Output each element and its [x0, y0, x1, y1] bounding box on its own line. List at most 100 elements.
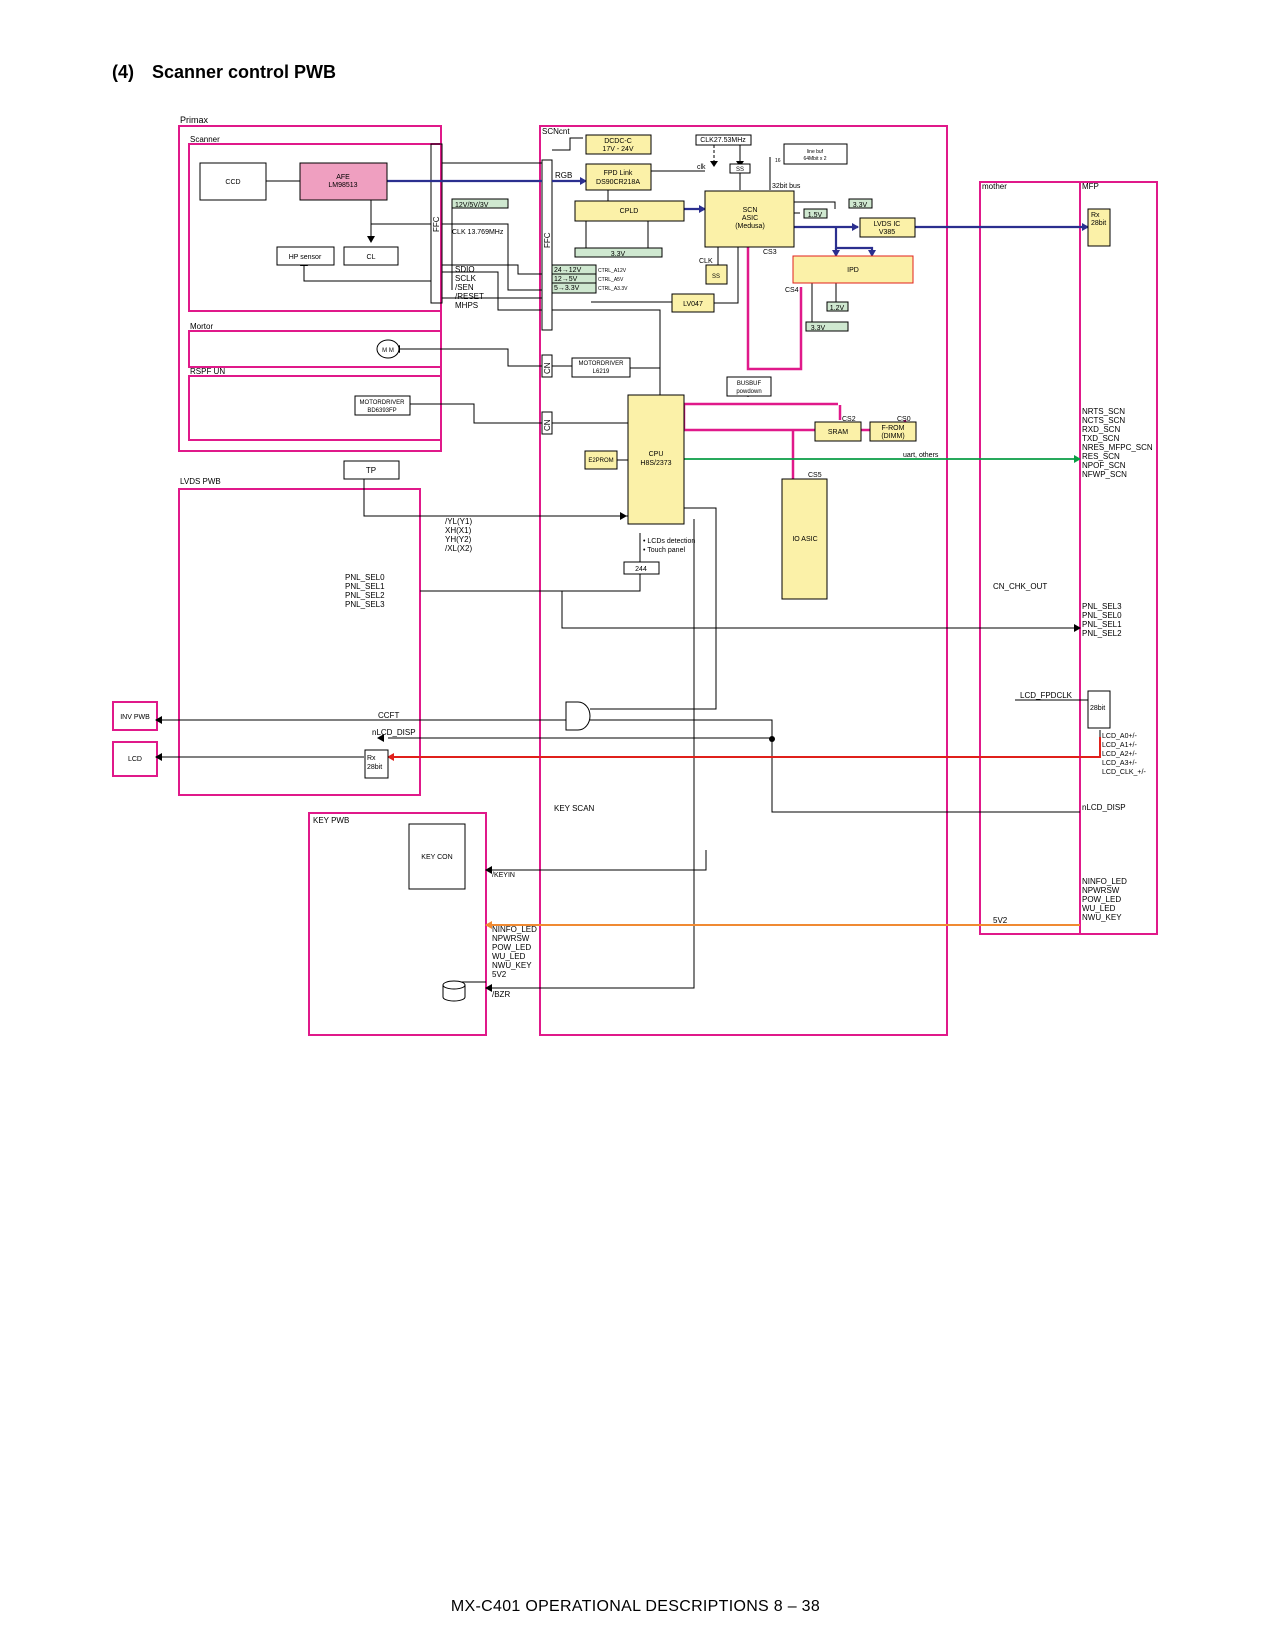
power-12-5-3-label: 12V/5V/3V: [455, 202, 489, 209]
key-sig-3: POW_LED: [492, 943, 531, 952]
cl-box: [343, 246, 399, 266]
v5v2-label: 5V2: [993, 916, 1008, 925]
lcd-detect-2: • Touch panel: [643, 547, 685, 554]
clk-ss-label: CLK: [699, 258, 713, 265]
lcd-data-2: LCD_A1+/-: [1102, 742, 1137, 749]
power-33-a: [848, 198, 873, 209]
rx-lvds-2: 28bit: [367, 764, 382, 771]
cs0-label: CS0: [897, 416, 911, 423]
lcd-detect-1: • LCDs detection: [643, 538, 695, 545]
cs2-label: CS2: [842, 416, 856, 423]
frame-label-primax: Primax: [180, 115, 209, 125]
sram-box: [814, 421, 862, 442]
section-number: (4): [112, 62, 134, 82]
conv-3: 5→3.3V: [554, 285, 580, 292]
clk-label: clk: [697, 164, 706, 171]
frame-label-mfp: MFP: [1082, 182, 1099, 191]
conv-1: 24→12V: [554, 267, 582, 274]
conv-box: [551, 264, 597, 294]
key-sig-4: WU_LED: [492, 952, 526, 961]
touch-sig-4: /XL(X2): [445, 544, 472, 553]
frame-label-lvds: LVDS PWB: [180, 477, 221, 486]
lcd-data-3: LCD_A2+/-: [1102, 751, 1137, 758]
pnl-right-4: PNL_SEL2: [1082, 629, 1122, 638]
power-33-cpld: [574, 247, 663, 258]
sram-label: SRAM: [828, 429, 848, 436]
b28bit-mfp-box: [1087, 690, 1111, 729]
busbuf-box: [726, 376, 772, 397]
tp-label: TP: [366, 466, 376, 475]
lcd-data-4: LCD_A3+/-: [1102, 760, 1137, 767]
pnl-right-3: PNL_SEL1: [1082, 620, 1122, 629]
section-title: Scanner control PWB: [152, 62, 337, 82]
power-33-cpld-label: 3.3V: [611, 251, 626, 258]
key-sig-r-1: NINFO_LED: [1082, 877, 1127, 886]
cpu-box: [627, 394, 685, 525]
lv047-box: [671, 293, 715, 313]
line-buf-1: line buf: [807, 149, 824, 155]
cn-label-1: CN: [543, 362, 552, 374]
lv047-label: LV047: [683, 301, 703, 308]
clk13-label: CLK 13.769MHz: [452, 229, 504, 236]
key-con-label: KEY CON: [421, 854, 452, 861]
power-15-label: 1.5V: [808, 212, 823, 219]
ffc-right-label: FFC: [543, 232, 552, 248]
e2prom-label: E2PROM: [588, 458, 613, 464]
afe-label-1: AFE: [336, 174, 350, 181]
line-buf-n: 16: [775, 158, 781, 164]
frame-label-key: KEY PWB: [313, 816, 349, 825]
frame-label-mortor: Mortor: [190, 322, 213, 331]
conv-2: 12→5V: [554, 276, 578, 283]
motordriver-bd-box: [354, 395, 411, 416]
touch-sig-3: YH(Y2): [445, 535, 472, 544]
buzzer-icon: [442, 985, 466, 1002]
touch-sig-2: XH(X1): [445, 526, 472, 535]
key-sig-r-5: NWU_KEY: [1082, 913, 1122, 922]
from-1: F-ROM: [882, 425, 905, 432]
rx-lvds-box: [364, 749, 389, 779]
cn-chk-out-label: CN_CHK_OUT: [993, 582, 1047, 591]
b244-box: [623, 561, 660, 575]
io-asic-label: IO ASIC: [792, 536, 817, 543]
fpd-link-2: DS90CR218A: [596, 179, 640, 186]
nlcd-disp-label: nLCD_DISP: [372, 728, 416, 737]
motordriver-bd-2: BD6393FP: [367, 408, 396, 414]
rx-mfp-2: 28bit: [1091, 220, 1106, 227]
bus32-label: 32bit bus: [772, 183, 801, 190]
pnl-right-2: PNL_SEL0: [1082, 611, 1122, 620]
key-sig-5: NWU_KEY: [492, 961, 532, 970]
frame-label-scanner: Scanner: [190, 135, 220, 144]
lcd-box: [112, 741, 158, 777]
cn-label-2: CN: [543, 419, 552, 431]
from-2: (DIMM): [881, 433, 904, 440]
b244-label: 244: [635, 566, 647, 573]
cpu-2: H8S/2373: [640, 460, 671, 467]
mm-label: M M: [382, 348, 394, 354]
afe-box: [299, 162, 388, 201]
pnl-left-2: PNL_SEL1: [345, 582, 385, 591]
lcd-fpdclk-label: LCD_FPDCLK: [1020, 691, 1073, 700]
hp-sensor-label: HP sensor: [289, 254, 322, 261]
bzr-label: /BZR: [492, 990, 510, 999]
power-33-b: [805, 321, 849, 332]
cl-label: CL: [367, 254, 376, 261]
cs4-label: CS4: [785, 287, 799, 294]
tp-box: [343, 460, 400, 480]
mfp-frame: [1079, 181, 1158, 935]
ss-top-box: [729, 163, 751, 174]
io-asic-box: [781, 478, 828, 600]
ffc-left-label: FFC: [432, 216, 441, 232]
busbuf-2: powdown: [736, 389, 761, 395]
lvds-ic-2: V385: [879, 229, 895, 236]
uart-sig-3: RXD_SCN: [1082, 425, 1120, 434]
lcd-data-1: LCD_A0+/-: [1102, 733, 1137, 740]
pnl-left-3: PNL_SEL2: [345, 591, 385, 600]
power-33-b-label: 3.3V: [811, 325, 826, 332]
scanner-sig-4: /RESET: [455, 292, 484, 301]
ctrl-1: CTRL_A12V: [598, 268, 627, 274]
motordriver-l-2: L6219: [593, 369, 610, 375]
keyin-label: /KEYIN: [492, 872, 515, 879]
scanner-sig-2: SCLK: [455, 274, 477, 283]
uart-sig-8: NFWP_SCN: [1082, 470, 1127, 479]
